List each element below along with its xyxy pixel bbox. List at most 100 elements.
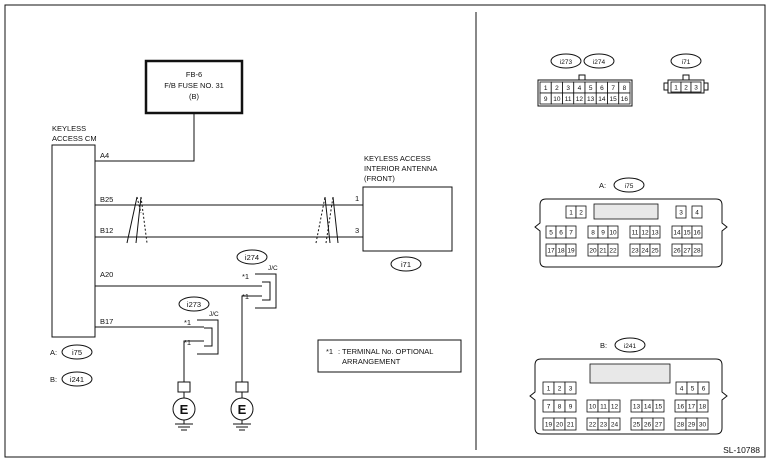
jc-pin-2: 2 [555,85,559,92]
i71-view-label: i71 [682,59,691,66]
i241-pin-21-cell [564,417,577,431]
wire-a4-fuse [95,113,195,162]
i241-pin-17: 17 [688,404,696,411]
i75-pin-19-cell [565,243,577,257]
i75-pin-10: 10 [609,230,617,237]
jc-pin-16: 16 [621,96,629,103]
i75-pin-17: 17 [547,248,555,255]
i75-pin-23: 23 [631,248,639,255]
antenna-pin-1: 1 [355,194,359,203]
i75-pin-26: 26 [673,248,681,255]
i75-pin-19: 19 [567,248,575,255]
i241-pin-13: 13 [633,404,641,411]
i75-pin-12: 12 [641,230,649,237]
i241-pin-4: 4 [680,386,684,393]
ref-b-connector: i241 [70,375,84,384]
ground-symbol-left-label: E [180,402,189,417]
i75-pin-16-cell [691,225,703,239]
i241-pin-22: 22 [589,422,597,429]
i241-pin-3-cell [564,381,577,395]
i75-pin-21: 21 [599,248,607,255]
jc-pin-5: 5 [589,85,593,92]
connector-reference-a: A: i75 [50,344,93,360]
twisted-pair-mark-left [126,196,148,244]
jc-pin-10: 10 [553,96,561,103]
interior-antenna: KEYLESS ACCESS INTERIOR ANTENNA (FRONT) … [355,154,453,272]
keyless-access-cm: KEYLESS ACCESS CM A4 B25 B12 A20 B17 [51,124,113,338]
i241-pin-14: 14 [644,404,652,411]
jc-i274-mark-top: *1 [242,272,249,281]
i75-pin-2: 2 [579,210,583,217]
i241-pin-7: 7 [547,404,551,411]
antenna-connector-label: i71 [401,260,411,269]
i71-pin-2: 2 [684,85,688,92]
twisted-pair-mark-right [315,196,339,244]
i71-pin-3: 3 [694,85,698,92]
i241-pin-2: 2 [558,386,562,393]
jc-pin-15: 15 [610,96,618,103]
jc-i273-type: J/C [209,311,219,318]
i75-view-label: i75 [625,183,634,190]
i241-pin-15: 15 [655,404,663,411]
jc-pin-9: 9 [544,96,548,103]
jc-pin-14: 14 [598,96,606,103]
i75-pin-4: 4 [695,210,699,217]
i75-pin-4-cell [691,205,703,219]
i241-pin-3: 3 [569,386,573,393]
pin-a20: A20 [100,270,113,279]
jc-pin-7: 7 [611,85,615,92]
connector-reference-b: B: i241 [50,371,93,387]
jc-pin-6: 6 [600,85,604,92]
i75-pin-22: 22 [609,248,617,255]
i75-pin-5: 5 [549,230,553,237]
i241-pin-6-cell [697,381,710,395]
note-line2: ARRANGEMENT [342,357,401,366]
jc-pin-13: 13 [587,96,595,103]
pin-b12: B12 [100,226,113,235]
i71-pin-3-cell [690,81,702,93]
i241-pin-12-cell [608,399,621,413]
figure-id: SL-10788 [723,445,760,455]
jc-view-label-i274: i274 [593,59,606,66]
i71-pin-1: 1 [674,85,678,92]
cm-name-line1: KEYLESS [52,124,86,133]
jc-pin-16-cell [618,92,631,105]
jc-i273-label: i273 [187,300,201,309]
jc-i273-mark-top: *1 [184,318,191,327]
terminal-note: *1 : TERMINAL No. OPTIONAL ARRANGEMENT [317,339,462,373]
wire-jc-i273-ground [183,340,204,382]
i75-pin-9: 9 [601,230,605,237]
i241-pin-18-cell [696,399,709,413]
i241-pin-24-cell [608,417,621,431]
i241-pin-27: 27 [655,422,663,429]
i75-pin-7-cell [565,225,577,239]
i75-pin-14: 14 [673,230,681,237]
antenna-pin-3: 3 [355,226,359,235]
i241-pin-9: 9 [569,404,573,411]
i75-pin-13-cell [649,225,661,239]
i75-pin-27: 27 [683,248,691,255]
i241-pin-30: 30 [699,422,707,429]
i241-view-label: i241 [624,343,637,350]
ref-b-prefix: B: [50,375,57,384]
i75-pin-15: 15 [683,230,691,237]
i75-pin-3-cell [675,205,687,219]
ref-a-connector: i75 [72,348,82,357]
jc-i274-label: i274 [245,253,259,262]
i241-pin-1: 1 [547,386,551,393]
ground-symbol-left: E [172,381,196,431]
i241-pin-26: 26 [644,422,652,429]
antenna-name-line1: KEYLESS ACCESS [364,154,431,163]
i241-pin-6: 6 [702,386,706,393]
i75-pin-25: 25 [651,248,659,255]
i241-pin-30-cell [696,417,709,431]
pin-b17: B17 [100,317,113,326]
pin-a4: A4 [100,151,109,160]
i75-pin-10-cell [607,225,619,239]
i241-pin-20: 20 [556,422,564,429]
i75-pin-28: 28 [693,248,701,255]
note-line1: : TERMINAL No. OPTIONAL [338,347,433,356]
